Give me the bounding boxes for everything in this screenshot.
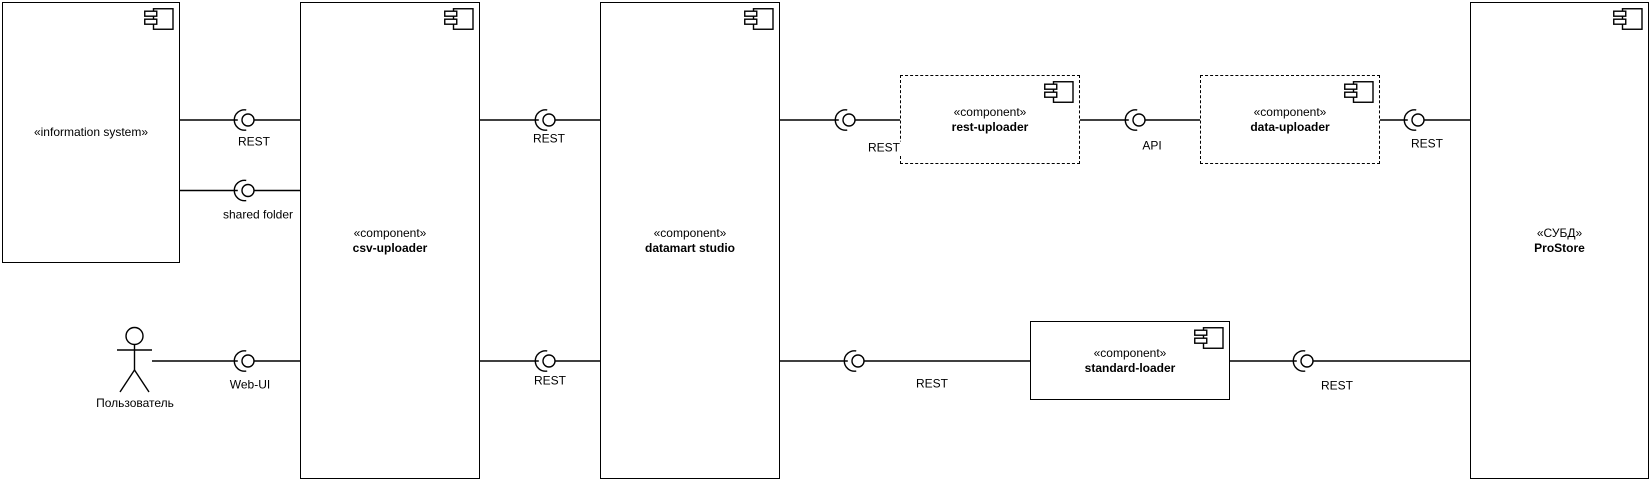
edge-information-system-csv-rest	[180, 109, 300, 131]
component-icon	[744, 8, 774, 30]
required-interface-socket-icon	[1124, 109, 1138, 131]
provided-interface-ball-icon	[1132, 113, 1146, 127]
component-box-rest-uploader: «component» rest-uploader	[900, 75, 1080, 164]
component-icon	[444, 8, 474, 30]
component-box-datamart-studio: «component» datamart studio	[600, 2, 780, 479]
interface-label-rest: REST	[236, 134, 272, 149]
interface-label-rest: REST	[531, 131, 567, 146]
component-icon	[1613, 8, 1643, 30]
interface-label-web-ui: Web-UI	[228, 377, 272, 392]
edge-user-csv-webui	[152, 350, 300, 372]
component-stereotype: «СУБД»	[1536, 225, 1583, 240]
interface-label-rest: REST	[1319, 378, 1355, 393]
edge-datamart-standard-loader	[780, 350, 1030, 372]
component-stereotype: «component»	[653, 225, 727, 240]
required-interface-socket-icon	[233, 179, 247, 202]
provided-interface-ball-icon	[542, 354, 556, 368]
interface-label-rest: REST	[532, 373, 568, 388]
component-icon-glyph	[1044, 81, 1074, 103]
required-interface-socket-icon	[534, 350, 548, 372]
component-icon-glyph	[444, 8, 474, 30]
provided-interface-ball-icon	[1411, 113, 1425, 127]
interface-label-rest: REST	[914, 376, 950, 391]
component-name: data-uploader	[1250, 119, 1330, 134]
provided-interface-ball-icon	[1300, 354, 1314, 368]
component-name: datamart studio	[644, 240, 735, 255]
component-box-information-system: «information system»	[2, 2, 180, 263]
required-interface-socket-icon	[534, 109, 548, 131]
component-icon-glyph	[1613, 8, 1643, 30]
provided-interface-ball-icon	[842, 113, 856, 127]
interface-label-rest: REST	[866, 140, 902, 155]
edge-csv-datamart-rest-bottom	[480, 350, 600, 372]
component-stereotype: «component»	[1253, 104, 1327, 119]
interface-label-rest: REST	[1409, 136, 1445, 151]
component-icon	[1194, 327, 1224, 349]
provided-interface-ball-icon	[241, 113, 255, 127]
interface-label-api: API	[1141, 138, 1163, 153]
provided-interface-ball-icon	[542, 113, 556, 127]
required-interface-socket-icon	[1292, 350, 1306, 372]
component-box-data-uploader: «component» data-uploader	[1200, 75, 1380, 164]
actor-user-icon	[117, 326, 152, 393]
component-box-prostore: «СУБД» ProStore	[1470, 2, 1649, 479]
required-interface-socket-icon	[233, 350, 247, 372]
component-name: ProStore	[1534, 240, 1585, 255]
component-icon	[144, 8, 174, 30]
component-stereotype: «component»	[953, 104, 1027, 119]
component-icon	[1044, 81, 1074, 103]
edge-data-uploader-prostore	[1380, 109, 1470, 131]
provided-interface-ball-icon	[851, 354, 865, 368]
component-name: csv-uploader	[352, 240, 428, 255]
provided-interface-ball-icon	[241, 354, 255, 368]
component-stereotype: «component»	[353, 225, 427, 240]
required-interface-socket-icon	[843, 350, 857, 372]
component-icon	[1344, 81, 1374, 103]
required-interface-socket-icon	[233, 109, 247, 131]
required-interface-socket-icon	[834, 109, 848, 131]
component-box-standard-loader: «component» standard-loader	[1030, 321, 1230, 400]
component-name: standard-loader	[1084, 360, 1176, 375]
component-icon-glyph	[744, 8, 774, 30]
component-box-csv-uploader: «component» csv-uploader	[300, 2, 480, 479]
component-icon-glyph	[1344, 81, 1374, 103]
component-icon-glyph	[144, 8, 174, 30]
required-interface-socket-icon	[1403, 109, 1417, 131]
edge-csv-datamart-rest-top	[480, 109, 600, 131]
actor-label: Пользователь	[96, 396, 174, 410]
interface-label-shared-folder: shared folder	[221, 207, 295, 222]
edge-information-system-csv-shared-folder	[180, 179, 300, 202]
component-icon-glyph	[1194, 327, 1224, 349]
provided-interface-ball-icon	[241, 183, 255, 198]
edge-datamart-rest-uploader	[780, 109, 900, 131]
component-stereotype: «component»	[1093, 345, 1167, 360]
edge-standard-loader-prostore	[1230, 350, 1470, 372]
edge-rest-uploader-data-uploader	[1080, 109, 1200, 131]
component-name: rest-uploader	[951, 119, 1029, 134]
component-stereotype: «information system»	[33, 125, 149, 139]
